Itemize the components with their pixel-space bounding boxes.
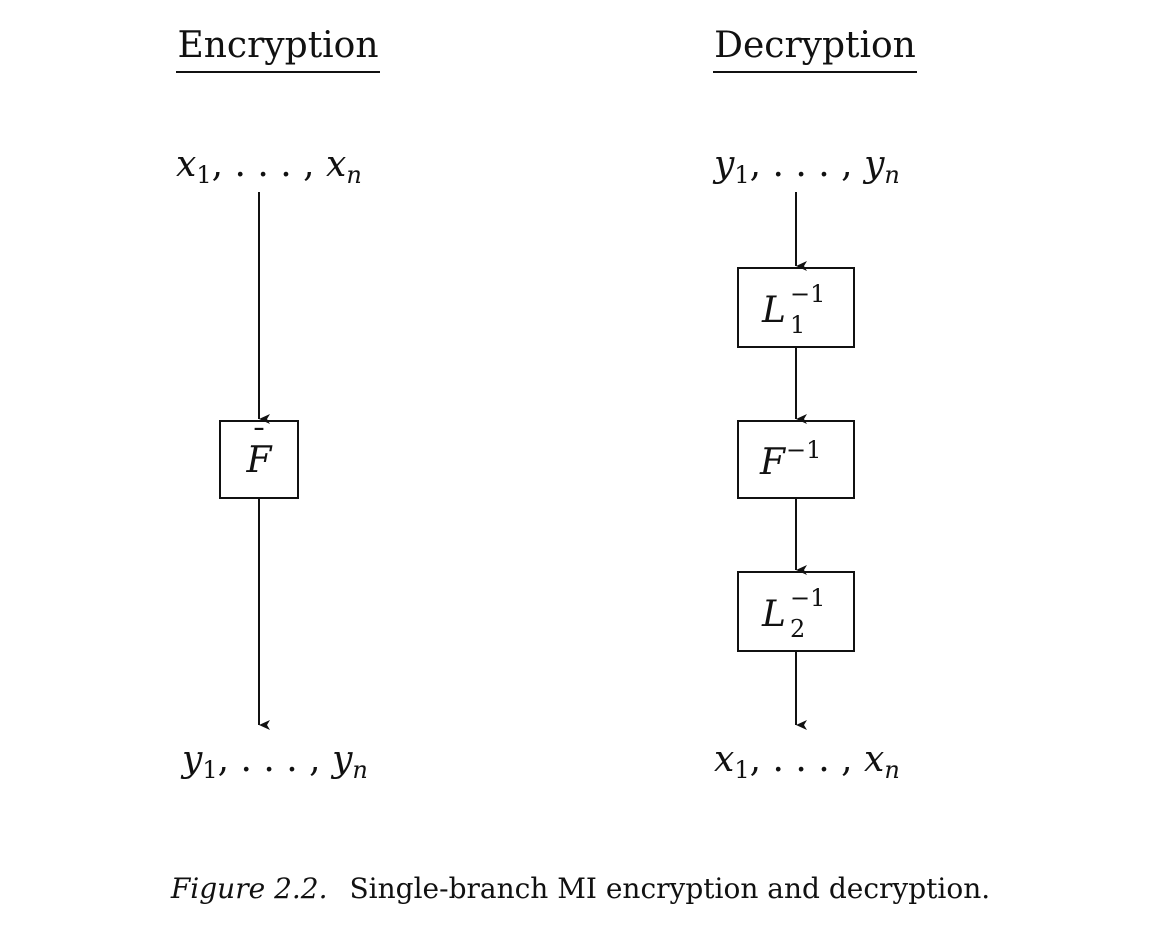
encryption-input-sub-first: 1 — [196, 161, 211, 189]
decryption-l2-sub: 2 — [790, 615, 805, 643]
encryption-output-sub-first: 1 — [202, 756, 217, 784]
encryption-output-sub-last: n — [352, 756, 367, 784]
decryption-input-var-last: y — [862, 144, 885, 185]
decryption-output-var: x — [714, 739, 734, 780]
decryption-l1-sub: 1 — [790, 311, 805, 339]
encryption-input-sub-last: n — [346, 161, 361, 189]
decryption-input-sep: , . . . , — [750, 144, 864, 185]
encryption-output: y1, . . . , yn — [180, 739, 368, 784]
encryption-output-sep: , . . . , — [218, 739, 332, 780]
decryption-input-var: y — [712, 144, 735, 185]
decryption-f-inverse-label: F — [759, 442, 787, 483]
decryption-l2-symbol: L — [761, 594, 786, 635]
encryption-input-var: x — [176, 144, 196, 185]
encryption-fbar-bar: ¯ — [252, 423, 267, 458]
decryption-l1-inverse-label: L — [761, 290, 786, 331]
decryption-l1-inverse-box — [737, 267, 855, 348]
decryption-l2-inverse-label: L — [761, 594, 786, 635]
encryption-output-var-last: y — [330, 739, 353, 780]
figure-caption-label: Figure 2.2. — [170, 872, 328, 905]
decryption-input-sub-first: 1 — [734, 161, 749, 189]
decryption-output-sep: , . . . , — [750, 739, 864, 780]
encryption-input: x1, . . . , xn — [176, 144, 362, 189]
decryption-output-sub-last: n — [884, 756, 899, 784]
encryption-output-var: y — [180, 739, 203, 780]
decryption-heading: Decryption — [714, 25, 916, 66]
decryption-output-var-last: x — [864, 739, 884, 780]
decryption-l1-sup: −1 — [790, 280, 825, 308]
encryption-input-var-last: x — [326, 144, 346, 185]
encryption-heading: Encryption — [177, 25, 378, 66]
encryption-fbar-box — [219, 420, 299, 499]
figure-caption: Figure 2.2. Single-branch MI encryption a… — [0, 872, 1161, 905]
decryption-f-sup: −1 — [786, 436, 821, 464]
decryption-l1-symbol: L — [761, 290, 786, 331]
encryption-input-sep: , . . . , — [212, 144, 326, 185]
decryption-input: y1, . . . , yn — [712, 144, 900, 189]
decryption-l2-inverse-box — [737, 571, 855, 652]
decryption-output-sub-first: 1 — [734, 756, 749, 784]
decryption-input-sub-last: n — [884, 161, 899, 189]
decryption-output: x1, . . . , xn — [714, 739, 900, 784]
figure-caption-text: Single-branch MI encryption and decrypti… — [349, 872, 991, 905]
encryption-fbar-symbol: F — [246, 440, 274, 481]
decryption-f-symbol: F — [759, 442, 787, 483]
decryption-l2-sup: −1 — [790, 584, 825, 612]
decryption-f-inverse-box — [737, 420, 855, 499]
